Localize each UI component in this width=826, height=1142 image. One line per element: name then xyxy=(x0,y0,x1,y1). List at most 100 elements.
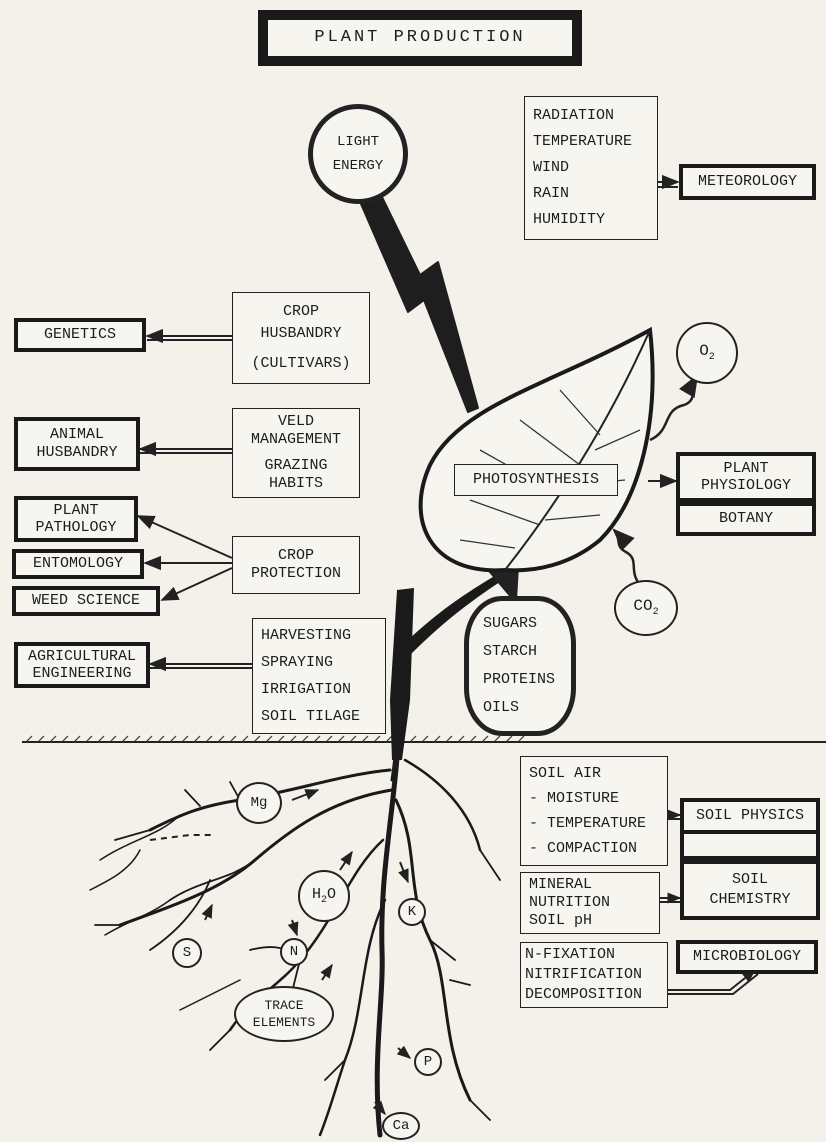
weather-factor: TEMPERATURE xyxy=(533,133,633,150)
weed-science-label: WEED SCIENCE xyxy=(31,592,141,609)
carbon-dioxide-arrow xyxy=(612,528,642,586)
meteorology-box: METEOROLOGY xyxy=(679,164,816,200)
soil-physics-label: SOIL PHYSICS xyxy=(695,807,805,824)
arrow-to-weed-science xyxy=(160,567,233,601)
veld-management-line: GRAZING xyxy=(264,457,328,474)
crop-husbandry-line: HUSBANDRY xyxy=(260,325,342,342)
entomology-box: ENTOMOLOGY xyxy=(12,549,144,579)
ground-line xyxy=(22,735,826,743)
crop-protection-box: CROP PROTECTION xyxy=(232,536,360,594)
agricultural-engineering-line: AGRICULTURAL xyxy=(27,648,137,665)
agricultural-engineering-box: AGRICULTURAL ENGINEERING xyxy=(14,642,150,688)
nutrient-ca: Ca xyxy=(382,1112,420,1140)
product-stalk xyxy=(479,547,521,606)
genetics-label: GENETICS xyxy=(43,326,116,343)
soil-air-line: - COMPACTION xyxy=(529,840,638,857)
weather-factor: RADIATION xyxy=(533,107,615,124)
mineral-nutrition-line: SOIL pH xyxy=(529,912,593,929)
animal-husbandry-line: ANIMAL xyxy=(49,426,104,443)
soil-chemistry-line: CHEMISTRY xyxy=(709,891,791,908)
oxygen-formula: O2 xyxy=(699,342,715,363)
carbon-dioxide-node: CO2 xyxy=(614,580,678,636)
animal-husbandry-line: HUSBANDRY xyxy=(36,444,118,461)
oxygen-node: O2 xyxy=(676,322,738,384)
veld-management-line: VELD xyxy=(277,413,314,430)
water-suffix: O xyxy=(327,886,337,903)
microbiology-label: MICROBIOLOGY xyxy=(692,948,802,965)
diagram-title: PLANT PRODUCTION xyxy=(258,10,582,66)
photosynthesis-box: PHOTOSYNTHESIS xyxy=(454,464,618,496)
carbon-dioxide-formula: CO2 xyxy=(633,597,658,618)
oxygen-subscript: 2 xyxy=(708,352,715,364)
trace-elements-line: ELEMENTS xyxy=(252,1015,316,1030)
soil-air-box: SOIL AIR - MOISTURE - TEMPERATURE - COMP… xyxy=(520,756,668,866)
nutrient-mg-label: Mg xyxy=(250,795,268,811)
soil-chemistry-line: SOIL xyxy=(731,871,768,888)
veld-management-line: HABITS xyxy=(268,475,323,492)
nutrient-n-label: N xyxy=(289,944,299,960)
leaf xyxy=(418,326,655,573)
plant-pathology-box: PLANT PATHOLOGY xyxy=(14,496,138,542)
microbial-processes-box: N-FIXATION NITRIFICATION DECOMPOSITION xyxy=(520,942,668,1008)
microbial-process: N-FIXATION xyxy=(525,946,616,963)
plant-physiology-line: PLANT xyxy=(723,460,769,477)
water-subscript: 2 xyxy=(320,895,327,906)
animal-husbandry-box: ANIMAL HUSBANDRY xyxy=(14,417,140,471)
veld-management-line: MANAGEMENT xyxy=(250,431,341,448)
plant-pathology-line: PLANT xyxy=(53,502,99,519)
engineering-tasks-box: HARVESTING SPRAYING IRRIGATION SOIL TILA… xyxy=(252,618,386,734)
engineering-task: HARVESTING xyxy=(261,627,352,644)
crop-husbandry-line: (CULTIVARS) xyxy=(251,355,351,372)
nutrient-k: K xyxy=(398,898,426,926)
nutrient-p: P xyxy=(414,1048,442,1076)
genetics-box: GENETICS xyxy=(14,318,146,352)
microbial-process: NITRIFICATION xyxy=(525,966,643,983)
botany-box: BOTANY xyxy=(676,502,816,536)
product-item: SUGARS xyxy=(483,615,538,632)
weather-factor: RAIN xyxy=(533,185,570,202)
nutrient-n: N xyxy=(280,938,308,966)
plant-physiology-line: PHYSIOLOGY xyxy=(700,477,791,494)
light-energy-line: LIGHT xyxy=(336,134,379,150)
weather-factor: WIND xyxy=(533,159,570,176)
crop-protection-line: CROP xyxy=(277,547,314,564)
weed-science-box: WEED SCIENCE xyxy=(12,586,160,616)
arrow-to-plant-pathology xyxy=(136,515,233,559)
soil-air-line: - MOISTURE xyxy=(529,790,620,807)
carbon-dioxide-subscript: 2 xyxy=(652,607,659,619)
oxygen-symbol: O xyxy=(699,342,709,361)
crop-husbandry-line: CROP xyxy=(282,303,319,320)
weather-factor: HUMIDITY xyxy=(533,211,606,228)
light-energy-node: LIGHT ENERGY xyxy=(308,104,408,204)
nutrient-s: S xyxy=(172,938,202,968)
microbial-process: DECOMPOSITION xyxy=(525,986,643,1003)
lightning-bolt xyxy=(357,192,479,413)
soil-air-line: SOIL AIR xyxy=(529,765,602,782)
entomology-label: ENTOMOLOGY xyxy=(32,555,123,572)
light-energy-line: ENERGY xyxy=(332,158,384,174)
engineering-task: SOIL TILAGE xyxy=(261,708,361,725)
mineral-nutrition-line: NUTRITION xyxy=(529,894,611,911)
nutrient-s-label: S xyxy=(182,945,192,961)
nutrient-p-label: P xyxy=(423,1054,433,1070)
soil-air-line: - TEMPERATURE xyxy=(529,815,647,832)
botany-label: BOTANY xyxy=(718,510,773,527)
crop-protection-line: PROTECTION xyxy=(250,565,341,582)
plant-pathology-line: PATHOLOGY xyxy=(35,519,117,536)
nutrient-trace-elements: TRACE ELEMENTS xyxy=(234,986,334,1042)
carbon-dioxide-symbol: CO xyxy=(633,597,653,616)
mineral-nutrition-box: MINERAL NUTRITION SOIL pH xyxy=(520,872,660,934)
blank-box xyxy=(680,830,820,860)
diagram-title-text: PLANT PRODUCTION xyxy=(314,28,526,47)
water-formula: H2O xyxy=(312,886,336,906)
photosynthesis-label: PHOTOSYNTHESIS xyxy=(472,471,600,488)
oxygen-arrow xyxy=(649,374,699,442)
agricultural-engineering-line: ENGINEERING xyxy=(32,665,132,682)
nutrient-water: H2O xyxy=(298,870,350,922)
microbiology-box: MICROBIOLOGY xyxy=(676,940,818,974)
nutrient-mg: Mg xyxy=(236,782,282,824)
plant-stem xyxy=(390,588,414,760)
engineering-task: IRRIGATION xyxy=(261,681,352,698)
plant-physiology-box: PLANT PHYSIOLOGY xyxy=(676,452,816,502)
